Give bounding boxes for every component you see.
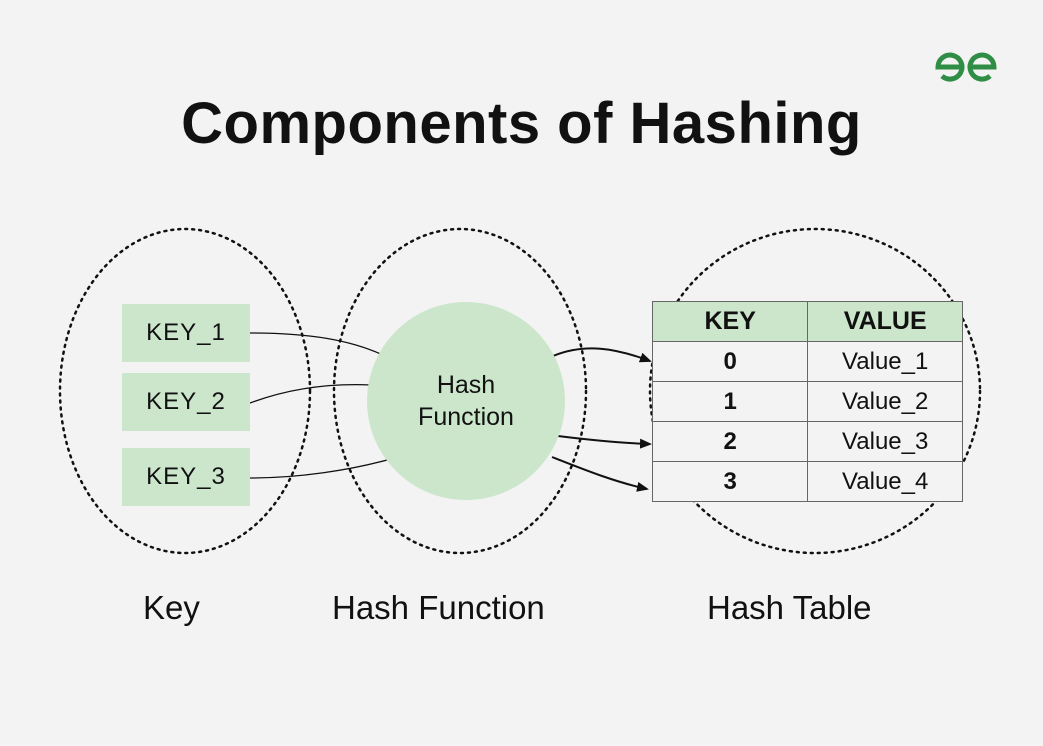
- table-row: 3 Value_4: [651, 461, 963, 502]
- page-title: Components of Hashing: [181, 91, 862, 156]
- table-cell-key: 2: [651, 421, 809, 462]
- hash-function-group-ellipse: [332, 227, 588, 555]
- connector-key1-to-hash: [249, 332, 384, 356]
- table-cell-value: Value_4: [807, 461, 963, 502]
- arrow-hash-to-row3: [551, 456, 649, 492]
- key-box-1: KEY_1: [122, 304, 250, 362]
- table-cell-key: 0: [651, 341, 809, 382]
- hash-table-header-value: VALUE: [807, 301, 963, 342]
- hash-table-header-key: KEY: [651, 301, 809, 342]
- geeksforgeeks-logo-icon: [935, 52, 997, 82]
- hash-table: KEY VALUE 0 Value_1 1 Value_2 2 Value_3 …: [651, 301, 963, 502]
- hash-table-header-row: KEY VALUE: [651, 301, 963, 342]
- hash-function-node: Hash Function: [367, 302, 565, 500]
- caption-hash-function: Hash Function: [332, 589, 545, 626]
- key-group-ellipse: [58, 227, 312, 555]
- key-box-3: KEY_3: [122, 448, 250, 506]
- caption-hash-table: Hash Table: [707, 589, 872, 626]
- arrow-hash-to-row2: [557, 435, 652, 449]
- connector-key2-to-hash: [249, 383, 373, 404]
- connector-key3-to-hash: [249, 459, 388, 479]
- table-cell-value: Value_2: [807, 381, 963, 422]
- table-row: 2 Value_3: [651, 421, 963, 462]
- key-box-2: KEY_2: [122, 373, 250, 431]
- caption-key: Key: [143, 589, 200, 626]
- table-row: 1 Value_2: [651, 381, 963, 422]
- table-row: 0 Value_1: [651, 341, 963, 382]
- table-cell-key: 1: [651, 381, 809, 422]
- arrow-hash-to-row0: [552, 347, 652, 363]
- hash-function-label-line1: Hash: [436, 371, 496, 399]
- table-cell-key: 3: [651, 461, 809, 502]
- table-cell-value: Value_1: [807, 341, 963, 382]
- hash-table-group-ellipse: [648, 227, 982, 555]
- hash-function-label-line2: Function: [418, 403, 514, 431]
- table-cell-value: Value_3: [807, 421, 963, 462]
